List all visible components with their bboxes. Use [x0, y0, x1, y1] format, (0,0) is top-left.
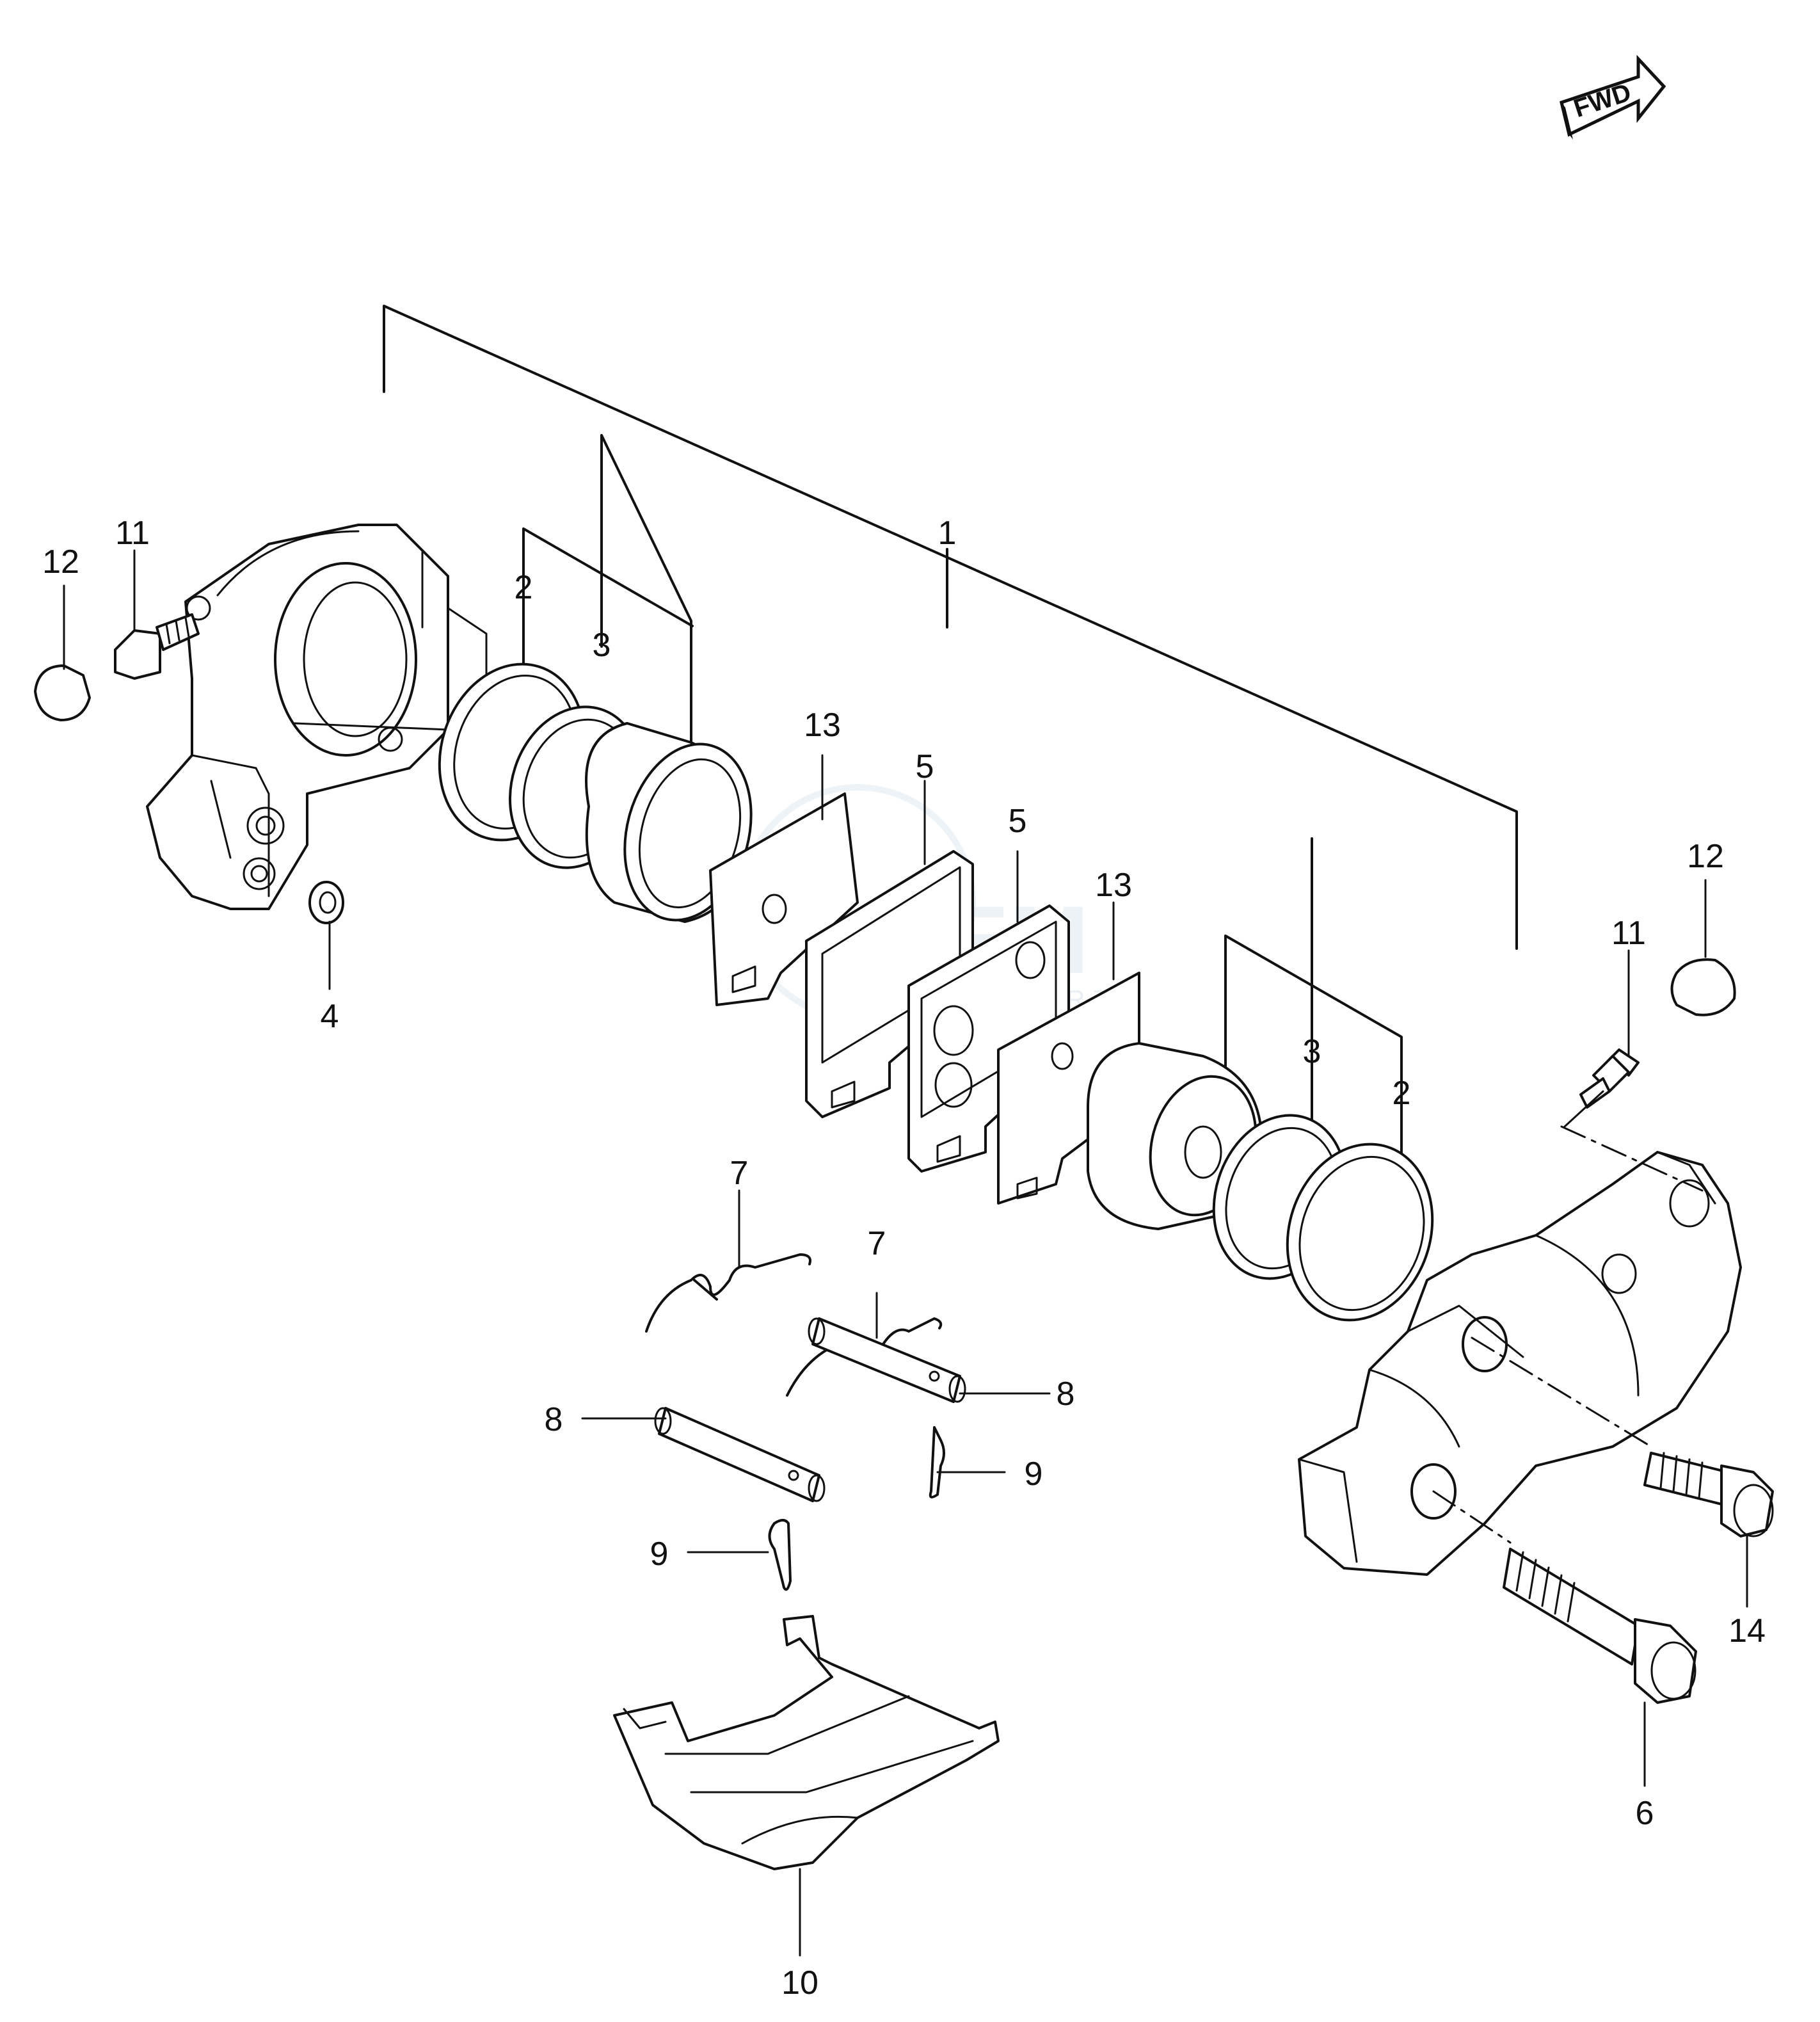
callout-2-left: 2	[515, 569, 533, 606]
callout-7-a: 7	[730, 1155, 749, 1192]
bleeder-screw-left	[114, 613, 200, 680]
brake-pad-5-a	[805, 850, 974, 1118]
pin-clip-9-b	[768, 1519, 792, 1591]
callout-8-right: 8	[1057, 1376, 1075, 1413]
callout-12-left: 12	[42, 543, 79, 581]
callout-9-right: 9	[1025, 1456, 1043, 1493]
callout-11-left: 11	[115, 515, 150, 552]
assembly-bracket-1	[383, 305, 1518, 950]
pad-pin-8-left	[654, 1407, 826, 1502]
callout-7-b: 7	[868, 1225, 886, 1262]
washer-4	[308, 881, 344, 924]
callout-14: 14	[1728, 1612, 1766, 1649]
callout-9-left: 9	[650, 1536, 669, 1573]
callout-12-right: 12	[1687, 838, 1724, 875]
bracket-3-left	[600, 434, 692, 763]
callout-3-left: 3	[593, 627, 611, 664]
pad-shim-13-right	[997, 972, 1140, 1205]
caliper-body-right	[1298, 1151, 1742, 1576]
caliper-bolt-6	[1503, 1548, 1697, 1704]
callout-3-right: 3	[1303, 1033, 1321, 1070]
callout-10: 10	[781, 1964, 818, 2002]
callout-5-b: 5	[1009, 803, 1027, 840]
callout-13-b: 13	[1095, 867, 1132, 904]
callout-6: 6	[1636, 1795, 1654, 1832]
bracket-2-right	[1224, 935, 1403, 1173]
caliper-body-left	[146, 524, 488, 910]
pin-clip-9-a	[929, 1426, 945, 1498]
bracket-2-left	[522, 527, 694, 667]
caliper-bolt-14	[1643, 1452, 1774, 1537]
callout-5-a: 5	[916, 748, 934, 785]
callout-1: 1	[938, 515, 957, 552]
pad-pin-8-right	[808, 1317, 966, 1403]
callout-4: 4	[321, 998, 339, 1035]
pad-spring-7-a	[645, 1253, 811, 1333]
axis-line-bleeder	[1560, 1125, 1704, 1192]
leader-lines	[63, 549, 1748, 1957]
forward-direction-badge: FWD	[1560, 54, 1666, 140]
callout-2-right: 2	[1393, 1075, 1411, 1112]
callout-13-a: 13	[804, 707, 841, 744]
pad-shim-13-left	[709, 792, 859, 1006]
axis-line-bolt-14	[1471, 1336, 1652, 1448]
bleeder-screw-right	[1579, 1048, 1640, 1109]
pad-retainer-10	[613, 1615, 1000, 1870]
bleeder-cap-left	[34, 664, 91, 721]
piston-seal-right	[1286, 1143, 1434, 1322]
callout-8-left: 8	[545, 1401, 563, 1438]
bleeder-cap-right	[1670, 958, 1736, 1016]
callout-11-right: 11	[1611, 915, 1646, 952]
callout-labels: 1 2 3 2 3 4 5 5 6 7 7 8 8 9 9 10 11 11 1…	[42, 515, 1766, 2002]
axis-line-bolt-6	[1432, 1490, 1512, 1544]
